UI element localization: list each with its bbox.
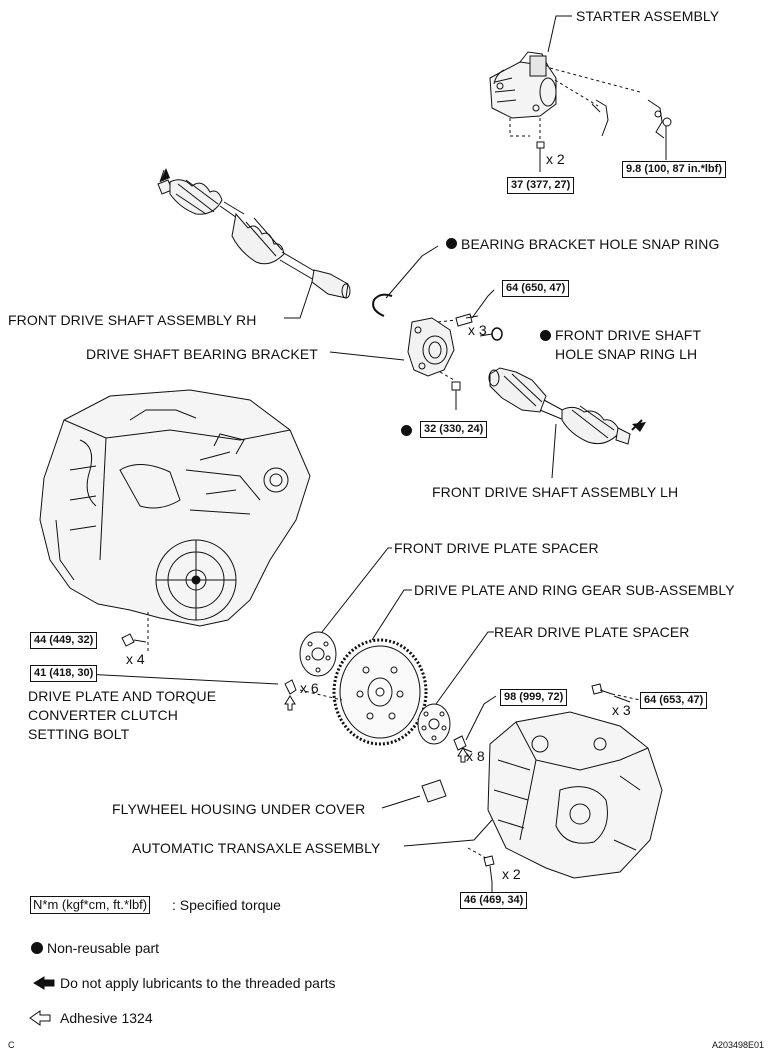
drive-shaft-rh-drawing bbox=[157, 179, 351, 299]
starter-assembly-drawing bbox=[489, 51, 672, 139]
legend-adhesive-text: Adhesive 1324 bbox=[60, 1010, 153, 1026]
qty-starter-bolt: x 2 bbox=[546, 151, 565, 167]
engine-drawing bbox=[39, 389, 311, 627]
transaxle-drawing bbox=[487, 711, 663, 879]
label-drive-shaft-bearing-bracket: DRIVE SHAFT BEARING BRACKET bbox=[86, 346, 318, 362]
legend-torque-text: : Specified torque bbox=[172, 897, 281, 913]
label-hole-snap-ring-lh-1: FRONT DRIVE SHAFT bbox=[555, 327, 702, 343]
legend-no-lubricant-text: Do not apply lubricants to the threaded … bbox=[60, 975, 336, 991]
non-reusable-dot-icon bbox=[401, 425, 412, 436]
legend-non-reusable-text: Non-reusable part bbox=[47, 940, 160, 956]
label-bearing-bracket-hole-snap-ring: BEARING BRACKET HOLE SNAP RING bbox=[461, 236, 720, 252]
label-flywheel-housing-under-cover: FLYWHEEL HOUSING UNDER COVER bbox=[112, 801, 366, 817]
qty-transaxle-64: x 3 bbox=[612, 702, 631, 718]
torque-starter-bolt: 37 (377, 27) bbox=[507, 177, 575, 194]
label-drive-plate-ring-gear: DRIVE PLATE AND RING GEAR SUB-ASSEMBLY bbox=[414, 582, 735, 598]
torque-engine-bolt-upper: 44 (449, 32) bbox=[30, 632, 98, 649]
non-reusable-dot-icon bbox=[540, 330, 551, 341]
qty-bracket-bolt: x 3 bbox=[468, 322, 487, 338]
corner-letter: C bbox=[8, 1040, 15, 1050]
label-rear-drive-plate-spacer: REAR DRIVE PLATE SPACER bbox=[494, 624, 690, 640]
qty-setting-bolt: x 6 bbox=[300, 680, 319, 696]
label-setting-bolt-1: DRIVE PLATE AND TORQUE bbox=[28, 688, 217, 704]
front-spacer-drawing bbox=[299, 631, 337, 677]
figure-code: A203498E01 bbox=[712, 1040, 765, 1050]
torque-transaxle-46: 46 (469, 34) bbox=[460, 892, 528, 909]
torque-transaxle-98: 98 (999, 72) bbox=[500, 689, 568, 706]
torque-starter-nut: 9.8 (100, 87 in.*lbf) bbox=[622, 161, 726, 178]
bearing-bracket-drawing bbox=[407, 317, 455, 377]
label-setting-bolt-3: SETTING BOLT bbox=[28, 726, 130, 742]
label-front-drive-plate-spacer: FRONT DRIVE PLATE SPACER bbox=[394, 540, 599, 556]
qty-transaxle-46: x 2 bbox=[502, 866, 521, 882]
torque-bracket-bolt-bottom: 32 (330, 24) bbox=[420, 421, 488, 438]
rear-spacer-drawing bbox=[417, 703, 451, 745]
label-setting-bolt-2: CONVERTER CLUTCH bbox=[28, 707, 178, 723]
legend-solid-arrow-icon bbox=[33, 976, 55, 990]
torque-setting-bolt: 41 (418, 30) bbox=[30, 665, 98, 682]
label-hole-snap-ring-lh-2: HOLE SNAP RING LH bbox=[555, 346, 698, 362]
torque-bracket-bolt-top: 64 (650, 47) bbox=[502, 280, 570, 297]
label-automatic-transaxle-assembly: AUTOMATIC TRANSAXLE ASSEMBLY bbox=[132, 840, 381, 856]
qty-engine-bolt: x 4 bbox=[126, 651, 145, 667]
qty-transaxle-98: x 8 bbox=[466, 748, 485, 764]
legend-torque-box: N*m (kgf*cm, ft.*lbf) bbox=[30, 896, 151, 914]
drive-shaft-lh-drawing bbox=[488, 367, 631, 445]
legend-non-reusable-dot-icon bbox=[31, 942, 43, 954]
ring-gear-drawing bbox=[332, 638, 428, 746]
label-front-drive-shaft-rh: FRONT DRIVE SHAFT ASSEMBLY RH bbox=[8, 312, 257, 328]
label-front-drive-shaft-lh: FRONT DRIVE SHAFT ASSEMBLY LH bbox=[432, 484, 679, 500]
label-starter-assembly: STARTER ASSEMBLY bbox=[576, 8, 720, 24]
non-reusable-dot-icon bbox=[446, 238, 457, 249]
legend-hollow-arrow-icon bbox=[29, 1010, 51, 1026]
torque-transaxle-64: 64 (653, 47) bbox=[640, 692, 708, 709]
